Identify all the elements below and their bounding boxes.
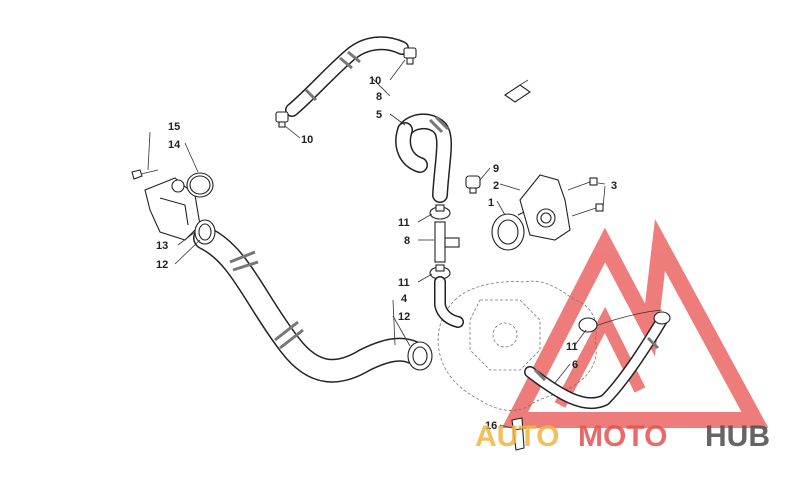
callout-11-mid: 11 <box>398 277 410 289</box>
elbow-hose-5 <box>395 113 452 203</box>
watermark-moto: MOTO <box>578 420 667 453</box>
callout-15: 15 <box>168 121 180 133</box>
callout-13: 13 <box>156 240 168 252</box>
callouts: 10 8 5 10 15 14 9 2 3 1 11 8 13 12 11 4 … <box>156 75 617 432</box>
bolt-3-bottom <box>571 203 604 217</box>
callout-12-lower: 12 <box>398 311 410 323</box>
callout-7: 8 <box>376 91 382 103</box>
main-hose-4 <box>193 226 424 383</box>
watermark-hub: HUB <box>705 420 770 453</box>
upper-hose-7 <box>285 36 409 117</box>
hose-clamp-9 <box>465 175 481 194</box>
hose-clamp-12-lower <box>407 341 433 371</box>
orientation-icon <box>504 79 531 103</box>
callout-6: 6 <box>572 359 578 371</box>
hose-clamp-12-upper <box>194 219 216 245</box>
thermostat-housing-2 <box>519 174 571 241</box>
thermostat-1 <box>491 209 533 251</box>
hose-clamp-10-bottom <box>275 111 289 128</box>
bolt-3-top <box>567 177 598 191</box>
t-fitting-8 <box>434 221 460 263</box>
callout-12-upper: 12 <box>156 259 168 271</box>
callout-3: 3 <box>611 180 617 192</box>
callout-5: 5 <box>376 109 382 121</box>
watermark-auto: AUTO <box>475 420 559 453</box>
callout-8: 8 <box>404 235 410 247</box>
o-ring-14 <box>186 172 214 198</box>
thermostat-cover-13 <box>144 177 201 241</box>
callout-14: 14 <box>168 139 181 151</box>
engine-block-outline <box>437 280 597 411</box>
callout-2: 2 <box>493 180 499 192</box>
bolt-15 <box>131 169 159 180</box>
hose-clamp-10-top <box>403 47 417 65</box>
callout-11-right: 11 <box>566 341 578 353</box>
callout-4: 4 <box>401 293 408 305</box>
callout-10-bottom: 10 <box>301 134 313 146</box>
hose-clamp-11-right <box>578 311 671 333</box>
watermark-text: AUTO MOTO HUB <box>475 420 770 453</box>
callout-9: 9 <box>493 163 499 175</box>
callout-1: 1 <box>488 197 494 209</box>
callout-16: 16 <box>485 420 497 432</box>
callout-10-top: 10 <box>369 75 381 87</box>
clip-16 <box>511 417 527 451</box>
callout-11-top: 11 <box>398 217 410 229</box>
short-hose <box>434 276 464 328</box>
hose-clamp-11-top <box>429 204 451 220</box>
leader-lines <box>147 59 606 429</box>
bypass-hose-6 <box>524 309 668 410</box>
